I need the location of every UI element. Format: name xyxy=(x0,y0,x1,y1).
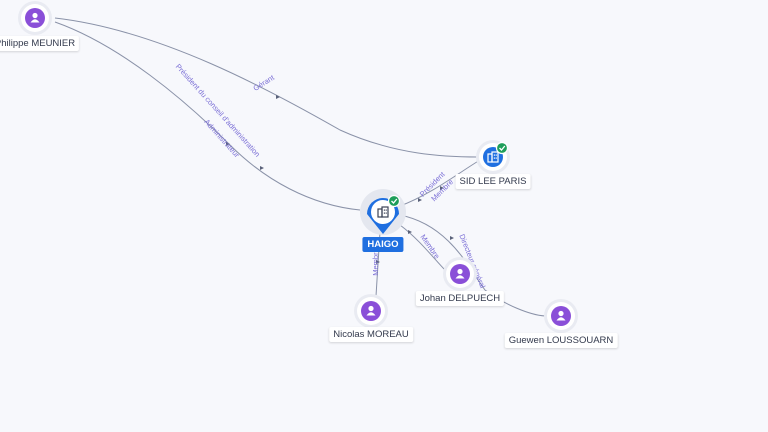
edge-arrow-icon xyxy=(418,198,422,202)
verified-check-icon xyxy=(495,141,509,155)
node-label-guewen[interactable]: Guewen LOUSSOUARN xyxy=(504,333,618,348)
edge-philippe-sidlee[interactable] xyxy=(54,17,479,158)
node-label-nicolas[interactable]: Nicolas MOREAU xyxy=(329,327,413,342)
building-icon xyxy=(487,151,499,163)
building-icon xyxy=(377,206,389,218)
edge-label-e7: Membre xyxy=(418,233,441,261)
edge-arrow-icon xyxy=(408,230,412,234)
edge-arrow-icon xyxy=(276,95,280,99)
edge-label-e1: Gérant xyxy=(252,73,277,93)
edge-arrow-icon xyxy=(226,142,230,146)
node-label-haigo[interactable]: HAIGO xyxy=(362,237,404,252)
verified-check-icon xyxy=(387,194,401,208)
edge-sidlee-haigo[interactable] xyxy=(399,159,481,207)
edge-philippe-haigo[interactable] xyxy=(54,21,361,211)
person-icon xyxy=(455,268,465,279)
node-sidlee[interactable] xyxy=(476,140,510,174)
person-icon xyxy=(30,12,40,23)
edge-arrow-icon xyxy=(440,186,444,190)
edge-johan-haigo[interactable] xyxy=(399,224,446,271)
node-label-sidlee[interactable]: SID LEE PARIS xyxy=(455,174,531,189)
edge-label-e2: Président du conseil d'administration xyxy=(174,62,262,159)
edge-guewen-haigo[interactable] xyxy=(399,214,546,317)
edge-arrow-icon xyxy=(450,236,454,240)
node-philippe[interactable] xyxy=(18,1,52,35)
edge-arrow-icon xyxy=(376,260,380,264)
node-label-johan[interactable]: Johan DELPUECH xyxy=(415,291,505,306)
edge-label-e6: Membre xyxy=(371,248,380,276)
node-guewen[interactable] xyxy=(544,299,578,333)
node-haigo[interactable] xyxy=(360,189,406,235)
person-icon xyxy=(556,310,566,321)
edge-arrow-icon xyxy=(260,166,264,170)
node-label-philippe[interactable]: Philippe MEUNIER xyxy=(0,36,80,51)
person-icon xyxy=(366,305,376,316)
node-nicolas[interactable] xyxy=(354,294,388,328)
nodes-layer xyxy=(18,1,578,333)
node-johan[interactable] xyxy=(443,257,477,291)
